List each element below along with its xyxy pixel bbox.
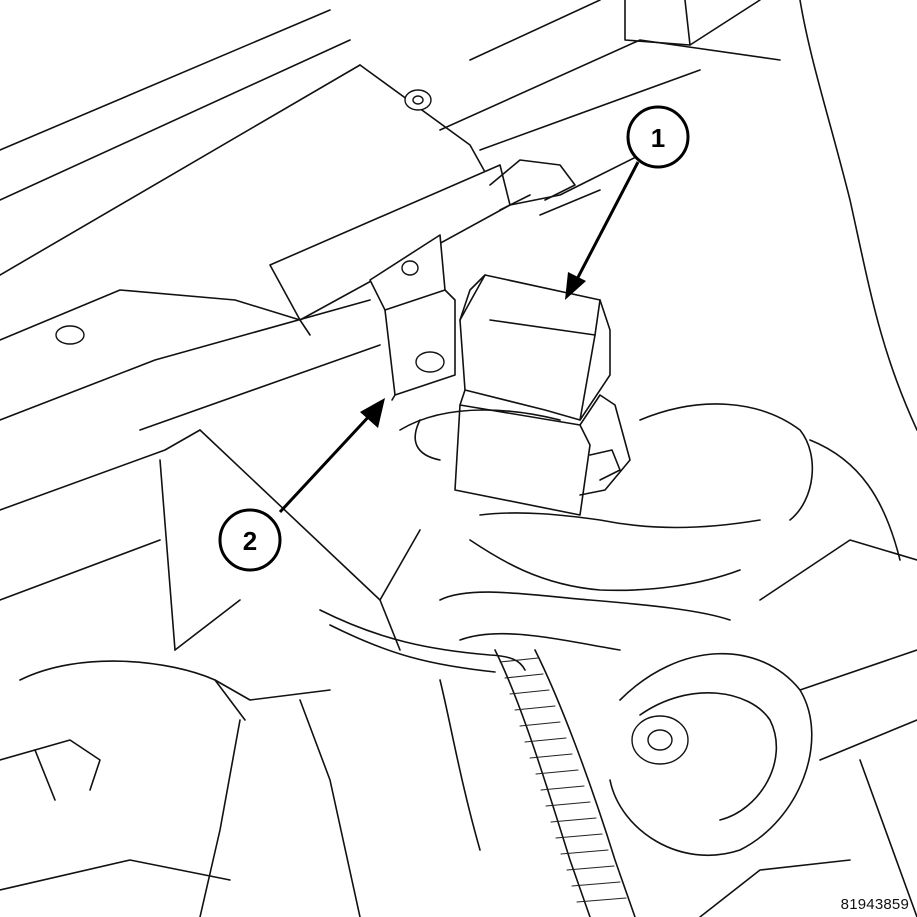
left-panel	[0, 289, 381, 431]
callout-number-1: 1	[651, 123, 665, 153]
mounting-bracket	[369, 234, 456, 401]
relay-module	[454, 274, 631, 516]
callout-2: 2	[218, 398, 385, 572]
arrowhead-2	[360, 398, 385, 428]
callout-1: 1	[565, 105, 690, 300]
hand	[399, 0, 917, 651]
callout-circle-2	[218, 508, 282, 572]
conduit-ribs	[499, 657, 627, 903]
wiring-harness	[319, 609, 636, 917]
upper-panel	[0, 0, 781, 276]
lower-right-mount	[609, 539, 917, 917]
leader-line-2	[278, 411, 374, 514]
arrowhead-1	[565, 272, 586, 300]
lower-structure	[0, 429, 481, 917]
figure-id: 81943859	[840, 896, 909, 913]
leader-line-1	[572, 161, 640, 286]
callout-circle-1	[626, 105, 690, 169]
callout-number-2: 2	[243, 526, 257, 556]
